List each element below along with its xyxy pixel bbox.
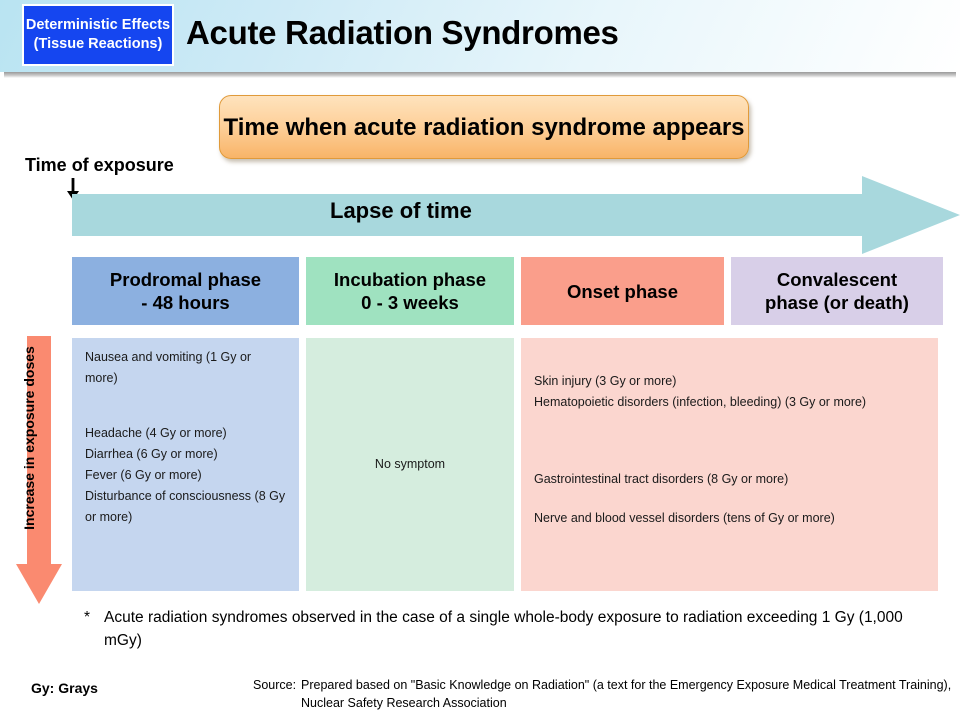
phase-header-incubation-text: Incubation phase 0 - 3 weeks bbox=[334, 268, 486, 314]
time-of-exposure-label: Time of exposure bbox=[25, 155, 174, 175]
source-block: Source: Prepared based on "Basic Knowled… bbox=[253, 676, 953, 712]
phase-header-onset: Onset phase bbox=[521, 257, 724, 325]
symptom-spacer bbox=[534, 413, 925, 447]
symptom-spacer bbox=[85, 389, 286, 423]
footnote: * Acute radiation syndromes observed in … bbox=[84, 606, 944, 652]
phase-header-incubation: Incubation phase 0 - 3 weeks bbox=[306, 257, 514, 325]
header-shadow-divider bbox=[4, 72, 956, 78]
phase-header-prodromal: Prodromal phase - 48 hours bbox=[72, 257, 299, 325]
phase-header-convalescent-text: Convalescent phase (or death) bbox=[765, 268, 909, 314]
phase-header-incubation-line1: Incubation phase bbox=[333, 269, 487, 290]
symptom-item: Gastrointestinal tract disorders (8 Gy o… bbox=[534, 472, 789, 486]
symptom-item: Fever (6 Gy or more) bbox=[85, 468, 202, 482]
symptom-item: Nerve and blood vessel disorders (tens o… bbox=[534, 511, 835, 525]
phase-header-onset-text: Onset phase bbox=[566, 280, 679, 302]
phase-header-convalescent: Convalescent phase (or death) bbox=[731, 257, 943, 325]
symptom-item: Disturbance of consciousness (8 Gy or mo… bbox=[85, 489, 286, 524]
symptom-spacer bbox=[534, 447, 925, 469]
gy-unit-note: Gy: Grays bbox=[31, 680, 98, 696]
phase-header-incubation-line2: 0 - 3 weeks bbox=[361, 292, 459, 313]
phase-header-prodromal-line1: Prodromal phase bbox=[109, 269, 262, 290]
symptom-item: Diarrhea (6 Gy or more) bbox=[85, 447, 218, 461]
symptom-item: No symptom bbox=[374, 457, 446, 471]
symptom-item: Hematopoietic disorders (infection, blee… bbox=[534, 395, 867, 409]
phase-header-prodromal-line2: - 48 hours bbox=[141, 292, 230, 313]
increase-in-exposure-doses-arrow-icon bbox=[16, 336, 62, 604]
page-title: Acute Radiation Syndromes bbox=[186, 14, 619, 51]
symptom-item: Nausea and vomiting (1 Gy or more) bbox=[85, 350, 252, 385]
lapse-of-time-arrow-icon bbox=[72, 176, 960, 254]
phase-body-prodromal: Nausea and vomiting (1 Gy or more) Heada… bbox=[72, 338, 299, 591]
footnote-text: Acute radiation syndromes observed in th… bbox=[104, 609, 903, 649]
phase-header-convalescent-line1: Convalescent bbox=[776, 269, 898, 290]
phase-body-incubation: No symptom bbox=[306, 338, 514, 591]
phase-body-onset: Skin injury (3 Gy or more) Hematopoietic… bbox=[521, 338, 938, 591]
symptom-item: Skin injury (3 Gy or more) bbox=[534, 374, 677, 388]
symptom-item: Headache (4 Gy or more) bbox=[85, 426, 227, 440]
lapse-of-time-label: Lapse of time bbox=[330, 198, 472, 223]
phase-header-convalescent-line2: phase (or death) bbox=[765, 292, 909, 313]
increase-in-exposure-doses-label: Increase in exposure doses bbox=[21, 346, 37, 530]
callout-box: Time when acute radiation syndrome appea… bbox=[219, 95, 749, 159]
source-label: Source: bbox=[253, 678, 297, 692]
source-text: Prepared based on "Basic Knowledge on Ra… bbox=[301, 678, 952, 710]
symptom-spacer bbox=[534, 490, 925, 508]
footnote-marker: * bbox=[84, 609, 91, 626]
phase-header-prodromal-text: Prodromal phase - 48 hours bbox=[110, 268, 261, 314]
category-badge: Deterministic Effects (Tissue Reactions) bbox=[22, 4, 174, 66]
